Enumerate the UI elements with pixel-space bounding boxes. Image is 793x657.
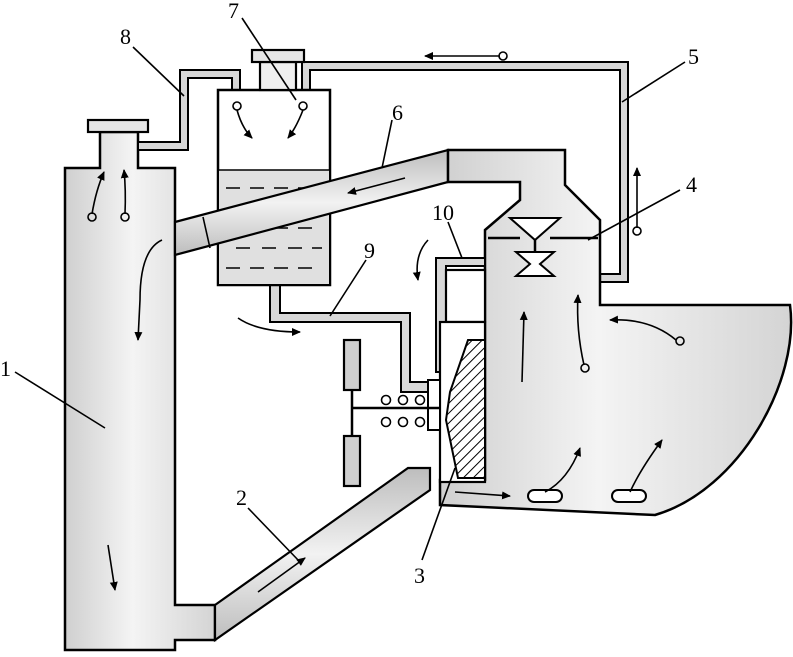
fan-blade-upper [342, 338, 362, 392]
engine-block [438, 148, 793, 517]
water-pump [427, 320, 487, 484]
flow-arrow-upper-hose [347, 177, 406, 195]
label-9: 9 [364, 238, 375, 263]
label-2: 2 [236, 485, 247, 510]
lower-hose [213, 466, 432, 643]
leader-lines [14, 17, 686, 563]
flow-arrow-port-2 [629, 439, 663, 493]
flow-arrow-engine-in [609, 315, 677, 341]
fan-blade-lower [342, 434, 362, 488]
pump-impeller [444, 339, 486, 479]
flow-arrow-lower-hose [257, 557, 306, 593]
label-6: 6 [392, 100, 403, 125]
flow-arrow-radiator-down [107, 544, 118, 591]
label-1: 1 [0, 356, 11, 381]
thermostat [488, 217, 598, 277]
flow-arrow-engine-up-2 [573, 294, 585, 366]
cooling-fan [342, 338, 440, 488]
part-labels: 1 2 3 4 5 6 7 8 9 10 [0, 0, 699, 588]
radiator [63, 118, 217, 652]
label-7: 7 [228, 0, 239, 23]
label-10: 10 [432, 200, 454, 225]
flow-arrow-pump-out [454, 491, 511, 500]
flow-arrow-bypass [237, 317, 301, 336]
flow-arrow-radiator-top-1 [91, 171, 105, 215]
flow-arrows [87, 51, 685, 593]
radiator-filler-cap [86, 118, 150, 134]
label-8: 8 [120, 24, 131, 49]
label-3: 3 [414, 563, 425, 588]
flow-arrow-engine-up-1 [519, 311, 528, 383]
flow-arrow-radiator-top-2 [120, 169, 129, 215]
label-4: 4 [686, 172, 697, 197]
flow-arrow-heater [412, 239, 429, 281]
tank-cap [250, 48, 306, 64]
jacket-port-2 [611, 489, 647, 503]
tank-neck [258, 60, 298, 92]
pump-bearings [380, 394, 426, 428]
label-5: 5 [688, 44, 699, 69]
jacket-port-1 [527, 489, 563, 503]
flow-arrow-port-1 [544, 447, 581, 493]
flow-arrow-radiator-inlet [134, 239, 163, 341]
